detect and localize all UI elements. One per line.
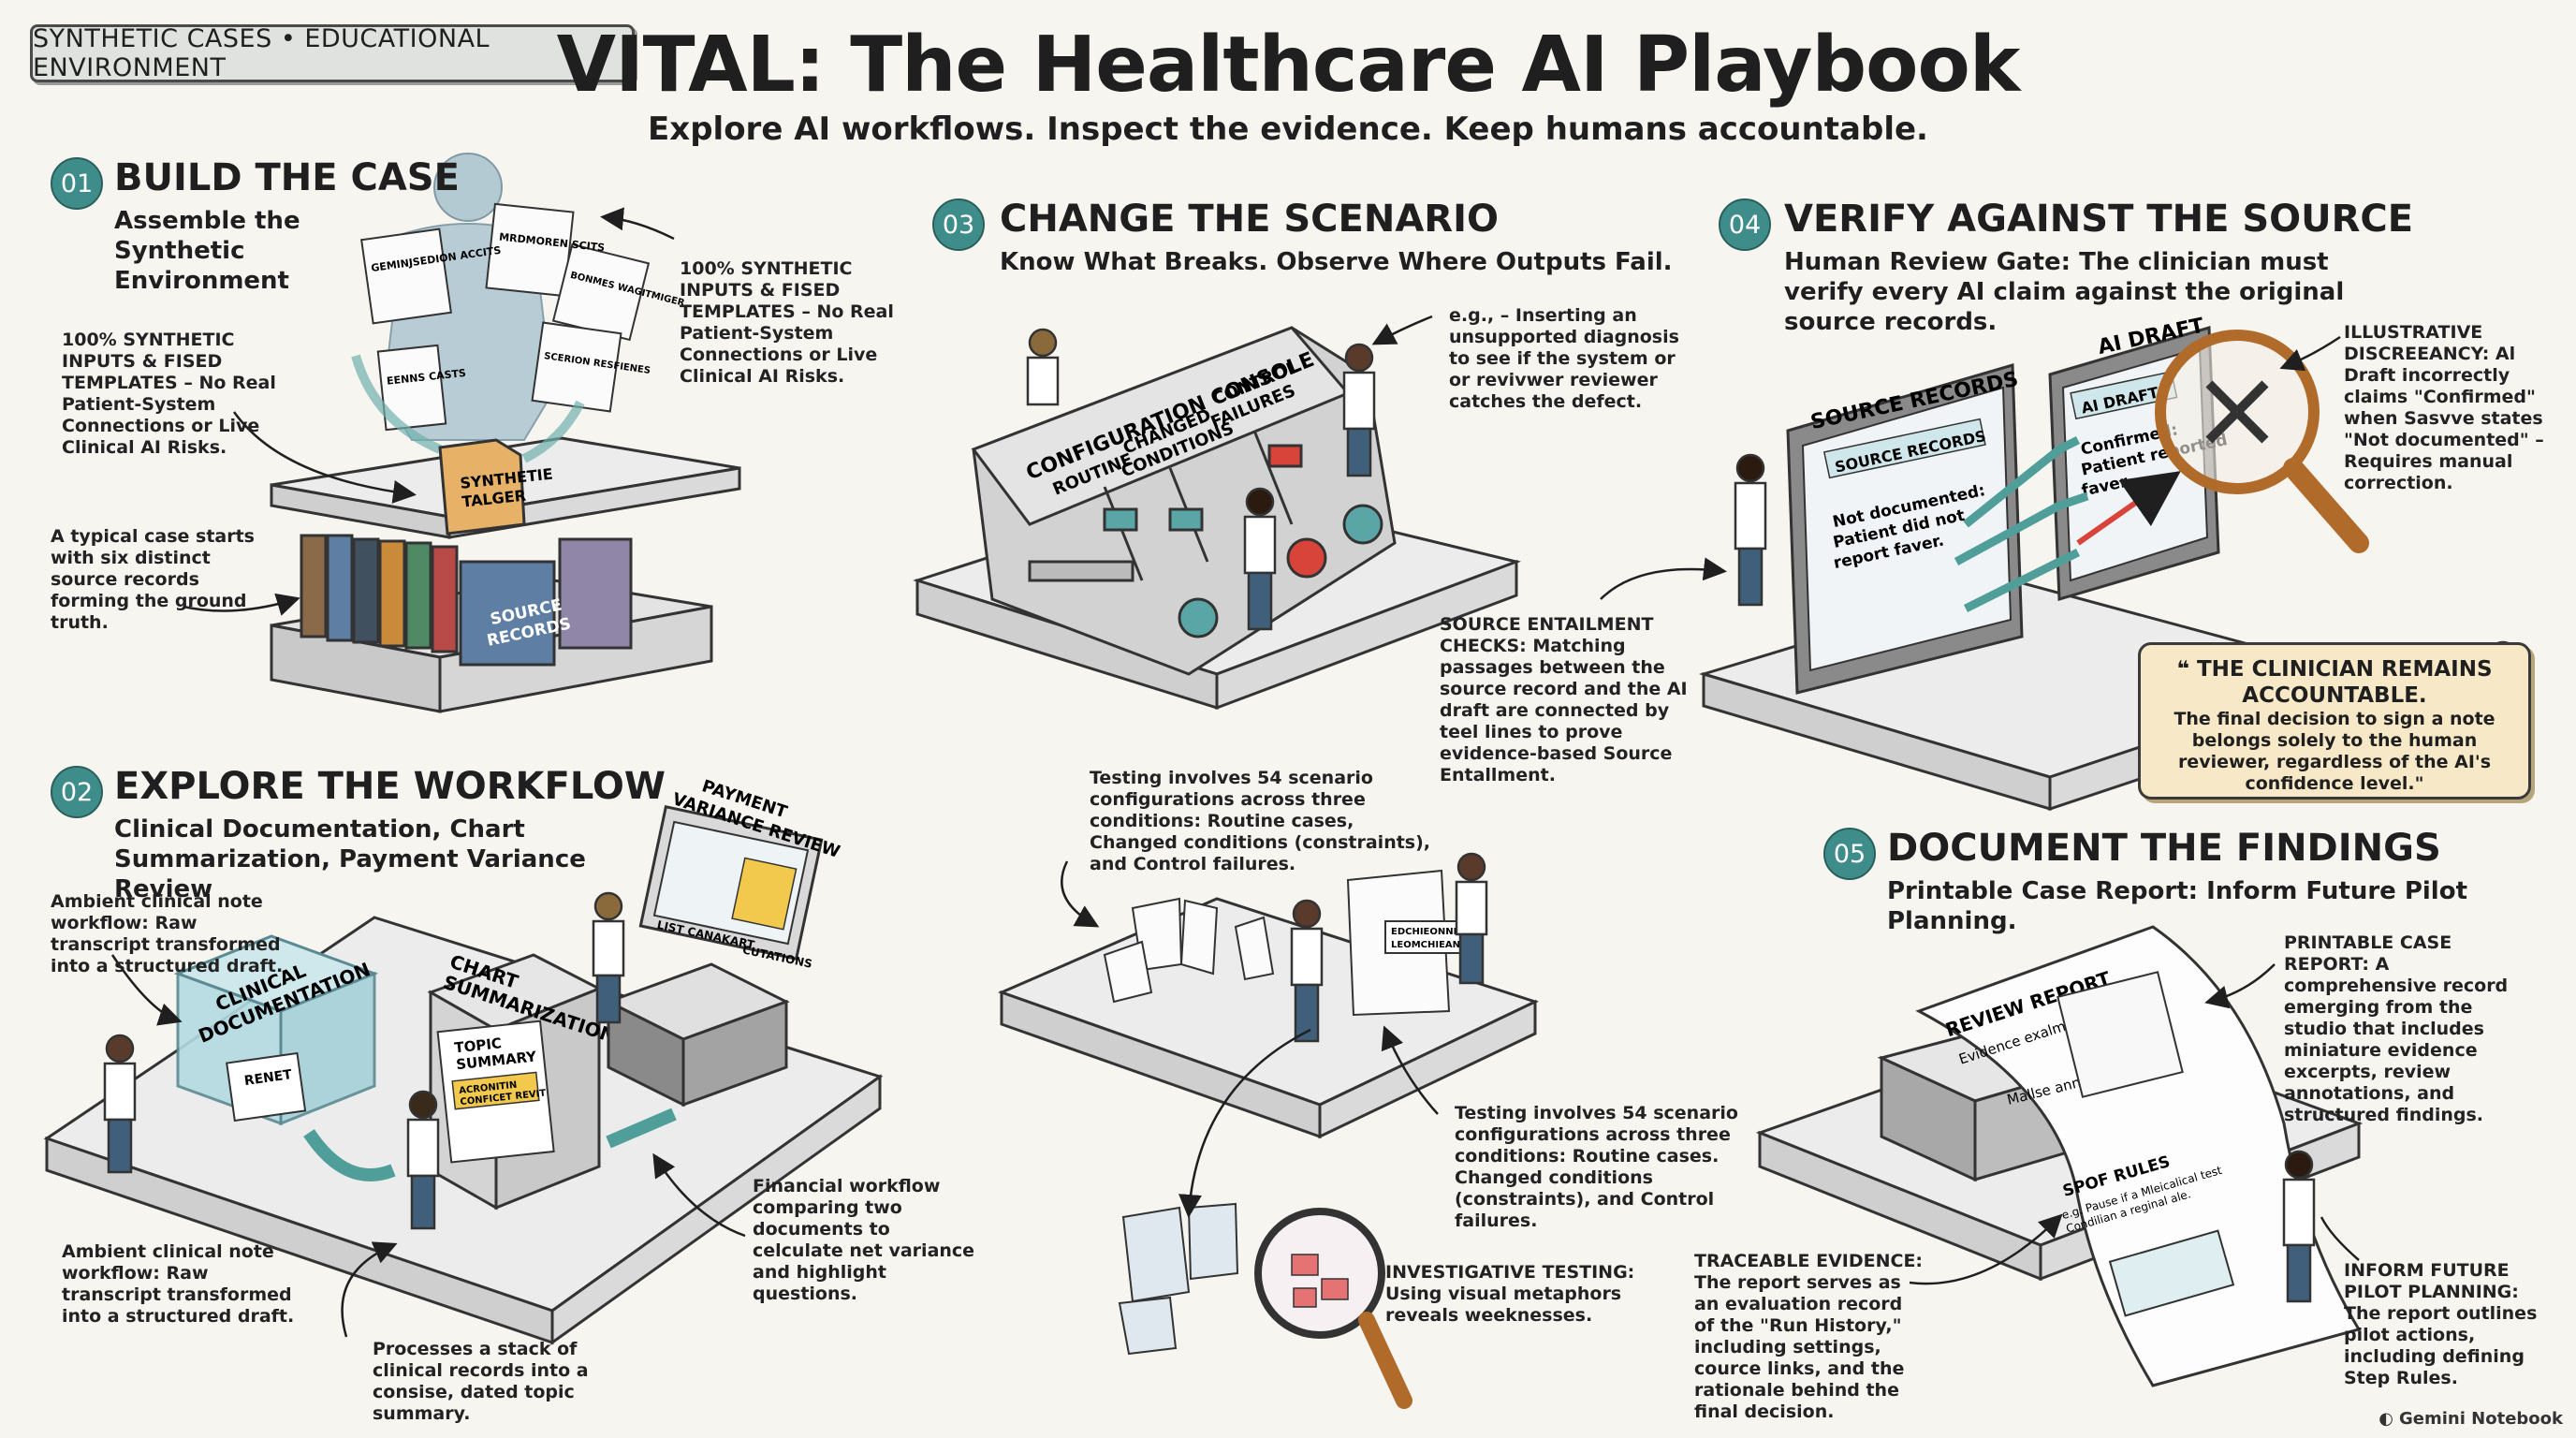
page-title: VITAL: The Healthcare AI Playbook [556,21,2021,110]
s4-entailment-note: SOURCE ENTAILMENT CHECKS: Matching passa… [1440,614,1688,785]
clinical-card-label: RENET [243,1067,293,1089]
binders [300,534,633,667]
s3-eg-note: e.g., – Inserting an unsupported diagnos… [1449,305,1679,412]
section3-subheading: Know What Breaks. Observe Where Outputs … [1000,248,1673,276]
section3-heading: CHANGE THE SCENARIO [1000,198,1499,241]
s3-testing-bottom-note: Testing involves 54 scenario configurati… [1455,1103,1738,1231]
s2-financial-note: Financial workflow comparing two documen… [753,1176,975,1304]
brand-mark: ◐ Gemini Notebook [2378,1409,2563,1429]
section5-subheading: Printable Case Report: Inform Future Pil… [1887,877,2468,935]
section5-heading: DOCUMENT THE FINDINGS [1887,827,2441,870]
quote-body: The final decision to sign a note belong… [2174,709,2496,794]
accountability-quote: ❝ THE CLINICIAN REMAINS ACCOUNTABLE. The… [2138,642,2531,800]
sign-label: EDCHIEONNI [1391,927,1456,937]
section1-heading: BUILD THE CASE [114,156,460,199]
s2-ambient-top-note: Ambient clinical note workflow: Raw tran… [51,891,284,976]
s3-testing-top-note: Testing involves 54 scenario configurati… [1090,768,1431,874]
section4-heading: VERIFY AGAINST THE SOURCE [1784,198,2414,241]
page-subtitle: Explore AI workflows. Inspect the eviden… [648,110,1928,148]
s1-left-note: 100% SYNTHETIC INPUTS & FISED TEMPLATES … [62,330,276,458]
s5-traceable-note: TRACEABLE EVIDENCE: The report serves as… [1694,1251,1924,1422]
clinician-figures-s2 [103,891,625,1230]
console-sliders [1028,430,1383,638]
broken-documents [1103,869,1451,1017]
section3-number: 03 [932,198,985,251]
s2-ambient-bottom-note: Ambient clinical note workflow: Raw tran… [62,1241,295,1327]
section1-subheading: Assemble the Synthetic Environment [114,207,300,295]
sign-label2: LEOMCHIEAN [1391,940,1460,950]
discrepancy-magnifier [2155,330,2369,553]
section1-number: 01 [51,157,103,210]
s3-investigative-note: INVESTIGATIVE TESTING: Using visual meta… [1385,1262,1635,1326]
s5-printable-note: PRINTABLE CASE REPORT: A comprehensive r… [2284,932,2509,1125]
s1-case-note: A typical case starts with six distinct … [51,526,255,633]
synthetic-badge: SYNTHETIC CASES • EDUCATIONAL ENVIRONMEN… [30,24,635,82]
brand-text: Gemini Notebook [2399,1409,2563,1429]
section2-subheading: Clinical Documentation, Chart Summarizat… [114,815,586,903]
quote-heading: ❝ THE CLINICIAN REMAINS ACCOUNTABLE. [2176,657,2493,708]
section5-illustration: REVIEW REPORT Evidence exalmac Mallse an… [1755,925,2364,1387]
section3-illustration: CONFIGURATION CONSOLE ROUTINE CHANGED CO… [913,315,1540,1409]
topic-summary-label: TOPIC [454,1034,503,1056]
brand-icon: ◐ [2378,1409,2393,1429]
section4-subheading: Human Review Gate: The clinician must ve… [1784,248,2345,336]
s5-inform-note: INFORM FUTURE PILOT PLANNING: The report… [2344,1260,2538,1388]
investigative-magnifier [1118,1202,1412,1409]
s2-chart-note: Processes a stack of clinical records in… [373,1339,589,1424]
section1-illustration: SOURCE RECORDS GEMINJSEDION ACCITS MRDMO… [183,153,741,713]
section5-number: 05 [1823,828,1876,880]
s4-discrepancy-note: ILLUSTRATIVE DISCREEANCY: Al Draft incor… [2344,322,2544,493]
section2-number: 02 [51,766,103,818]
section2-heading: EXPLORE THE WORKFLOW [114,765,666,808]
s1-right-note: 100% SYNTHETIC INPUTS & FISED TEMPLATES … [680,258,894,387]
section4-number: 04 [1719,198,1771,251]
